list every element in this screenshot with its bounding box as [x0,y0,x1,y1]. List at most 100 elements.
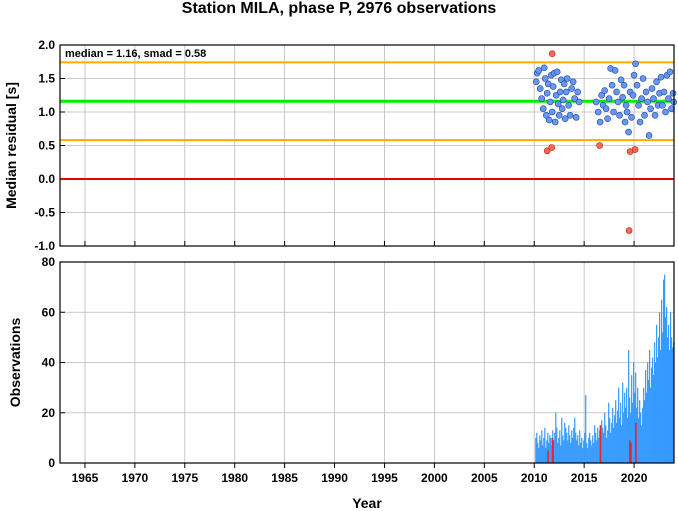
residual-point [641,112,648,119]
obs-tick-label-y: 40 [42,356,56,370]
observation-bar [555,412,557,463]
obs-tick-label-x: 1970 [122,471,149,485]
obs-y-axis-label: Observations [7,318,23,408]
observation-bar [537,442,539,463]
residual-point [644,98,651,106]
observation-bar [597,427,599,463]
residual-point [604,115,611,122]
observation-bar [638,417,640,463]
obs-tick-label-x: 2020 [621,471,648,485]
residual-point [568,85,575,92]
observation-bar [557,442,559,463]
residual-point [535,67,543,74]
observation-bar [554,432,556,463]
observation-bar-flagged [552,440,554,463]
residual-point [623,108,631,116]
residual-point [625,128,632,136]
observation-bar [578,445,580,463]
observation-bar [542,445,544,463]
obs-tick-label-x: 1990 [321,471,348,485]
residual-outlier-point [548,144,555,151]
observation-bar [579,430,581,463]
observation-bar [558,437,560,463]
residual-point [660,88,668,96]
observation-bar [535,437,537,463]
residual-tick-label-y: -1.0 [34,239,55,253]
observation-bar [655,362,657,463]
residual-point [616,112,623,119]
obs-tick-label-x: 2000 [421,471,448,485]
observation-bar [577,435,579,463]
observation-bar [606,437,608,463]
observation-bar-flagged [547,450,549,463]
residual-point [566,112,574,119]
observation-bar [590,440,592,463]
residual-point [569,78,577,86]
observation-bar [641,425,643,463]
residual-point [548,108,556,116]
observation-bar [623,412,625,463]
observation-bar [571,430,573,463]
observation-bar [621,425,623,463]
observation-bar [609,417,611,463]
observation-bar [627,417,629,463]
observation-bar [563,440,565,463]
residual-point [657,73,665,81]
obs-tick-label-x: 1980 [221,471,248,485]
observation-bar [603,432,605,463]
residual-point [610,108,617,116]
observation-bar [608,402,610,463]
residual-tick-label-y: 0.0 [38,172,55,186]
x-axis-label: Year [352,495,382,511]
obs-tick-label-x: 1985 [271,471,298,485]
observation-bar [659,312,661,463]
residual-outlier-point [631,146,639,153]
observation-bar [644,400,646,463]
residual-point [650,95,657,102]
observation-bar [646,392,648,463]
observation-bar [653,375,655,463]
residual-point [532,78,540,86]
observation-bar [598,437,600,463]
observation-bar [635,372,637,463]
residual-outlier-point [596,142,603,149]
observation-bar [619,417,621,463]
observation-bar [591,445,593,463]
observation-bar [634,392,636,463]
observation-bar [614,415,616,463]
observation-bar [539,435,541,463]
observation-bar [574,417,576,463]
observation-bar [536,432,538,463]
observation-bar [642,407,644,463]
obs-tick-label-y: 0 [48,456,55,470]
residual-point [572,114,580,121]
observation-bar [672,347,674,463]
observation-bar [624,392,626,463]
residual-point [620,81,628,89]
observation-bar [657,357,659,463]
residual-point [630,71,638,79]
residual-outlier-point [625,227,633,234]
observation-bar [668,324,670,463]
residual-point [633,81,641,89]
observation-bar [576,440,578,463]
observation-bar [647,362,649,463]
observation-bar [541,430,543,463]
residual-point [563,75,571,82]
observation-bar [667,337,669,463]
observation-bar [616,422,618,463]
observation-bar [585,395,587,463]
observation-bar [664,274,666,463]
residual-point [555,112,563,119]
observation-bar [630,412,632,463]
obs-frame [59,261,675,464]
observation-bar [560,445,562,463]
observation-bar [639,400,641,463]
residual-point [561,115,569,122]
residual-point [653,78,660,86]
residual-point [608,81,616,89]
observation-bar [549,435,551,463]
observation-bar [565,427,567,463]
residual-point [543,89,551,97]
